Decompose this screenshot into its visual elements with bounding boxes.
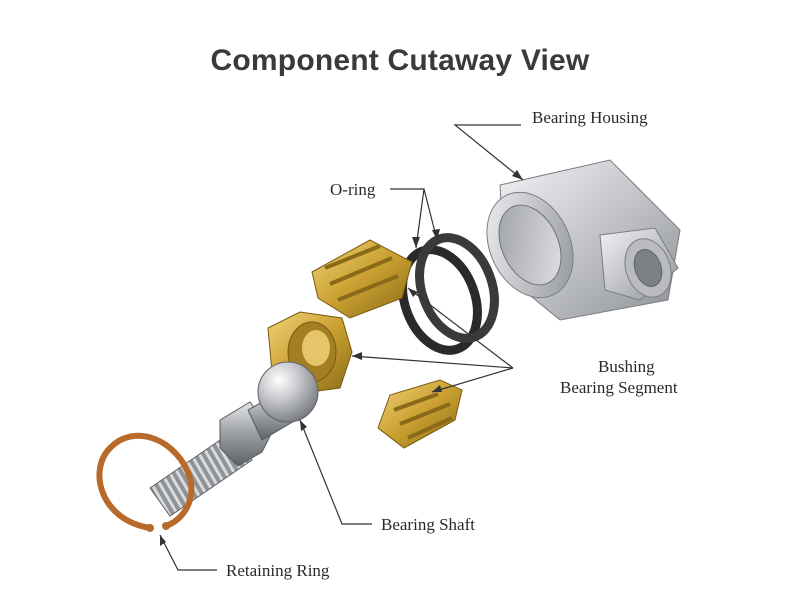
diagram-title: Component Cutaway View	[210, 44, 590, 77]
leader-bushing-a	[351, 355, 514, 369]
bearing-housing-part	[486, 159, 681, 321]
leader-bearing-segment	[431, 367, 514, 393]
leader-lines	[159, 124, 524, 571]
retaining-ring-part	[96, 432, 195, 532]
leader-bearing-shaft	[299, 419, 372, 525]
leader-retaining-ring	[159, 534, 217, 571]
label-bearing-housing: Bearing Housing	[532, 108, 648, 127]
label-bearing-shaft: Bearing Shaft	[381, 515, 475, 534]
leader-bearing-housing	[453, 124, 524, 181]
bearing-segment-part	[377, 379, 463, 449]
leader-arrowheads	[160, 170, 523, 546]
label-o-ring: O-ring	[330, 180, 376, 199]
label-bearing-segment: Bearing Segment	[560, 378, 678, 397]
label-retaining-ring: Retaining Ring	[226, 561, 330, 580]
bushing-upper-part	[311, 239, 413, 319]
leader-bushing-b	[407, 287, 514, 369]
bearing-shaft-part	[149, 361, 319, 517]
label-bushing: Bushing	[598, 357, 655, 376]
